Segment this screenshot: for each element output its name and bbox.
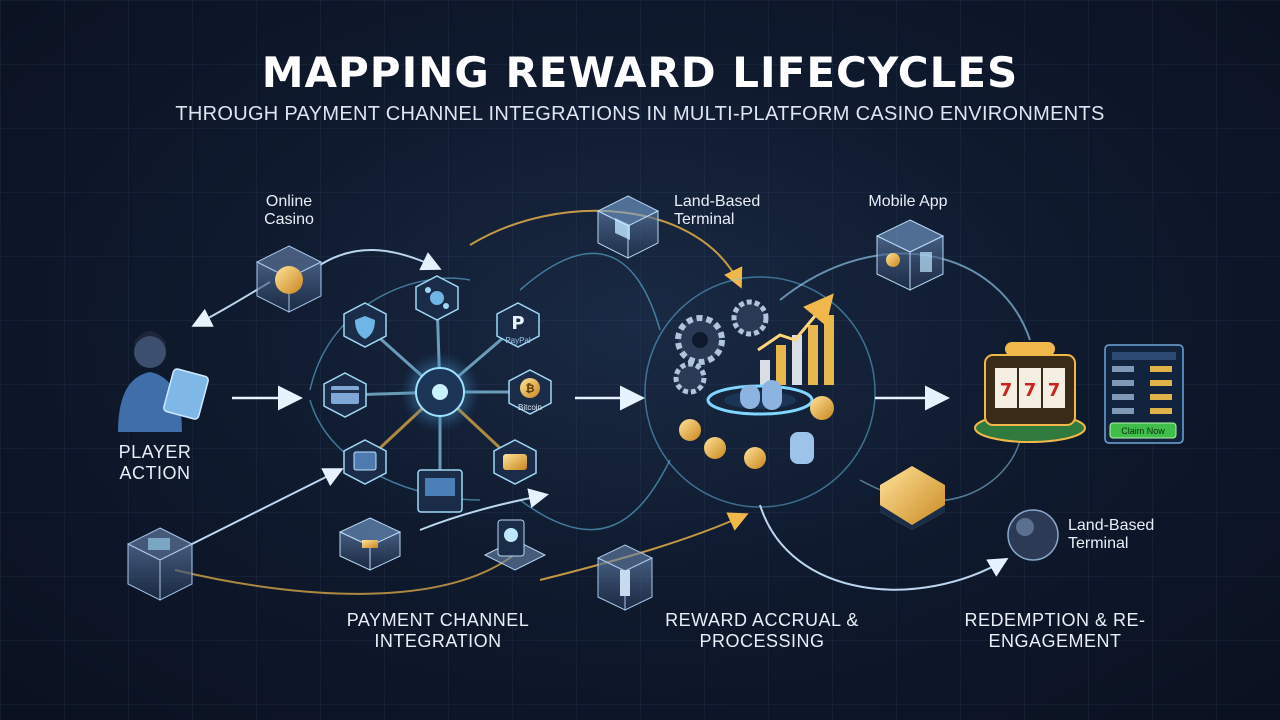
- hub-loop-upper: [309, 277, 471, 391]
- flow-arrow-to-land-based: [759, 504, 1009, 591]
- land-based-terminal-bottom-label: Land-Based Terminal: [1068, 517, 1155, 553]
- sphere-highlight: [1016, 518, 1034, 536]
- slot-machine-icon: 7 7 7: [974, 342, 1086, 443]
- processing-platform-icon: [706, 384, 814, 416]
- flow-arrow-cube-to-hub: [189, 468, 344, 546]
- page-subtitle: THROUGH PAYMENT CHANNEL INTEGRATIONS IN …: [175, 103, 1105, 125]
- page-title: MAPPING REWARD LIFECYCLES: [261, 48, 1019, 97]
- payment-node-chip-icon: [343, 439, 387, 485]
- svg-text:7: 7: [1000, 380, 1013, 401]
- stage-redemption-re-engagement: REDEMPTION & RE-ENGAGEMENT: [964, 610, 1146, 651]
- flow-arrow-online-to-hub: [319, 249, 442, 271]
- gold-trail-bottom: [174, 549, 521, 595]
- svg-text:7: 7: [1024, 380, 1037, 401]
- paypal-label: PayPal: [505, 336, 531, 345]
- mobile-app-label: Mobile App: [868, 193, 948, 210]
- hub-center-dot: [432, 384, 448, 400]
- growth-chart-icon: [757, 293, 834, 385]
- flow-arrow-terminal-to-link: [419, 488, 549, 531]
- online-casino-label: Online Casino: [264, 193, 314, 229]
- bottom-center-cube-icon: [596, 544, 654, 611]
- online-casino-cube-icon: [255, 245, 323, 313]
- coin-stack-icon: [679, 380, 834, 469]
- payment-node-wallet-icon: [493, 439, 537, 485]
- flow-arrow-to-accrual: [539, 512, 749, 581]
- svg-text:7: 7: [1048, 380, 1061, 401]
- svg-text:₿: ₿: [526, 382, 535, 395]
- claim-now-button[interactable]: Claim Now: [1109, 422, 1177, 439]
- payment-node-paypal-icon: P PayPal: [496, 302, 540, 348]
- player-icon: [118, 331, 209, 432]
- bottom-left-cube-icon: [126, 527, 194, 601]
- stage-payment-channel-integration: PAYMENT CHANNEL INTEGRATION: [346, 610, 530, 651]
- stage-player-action: PLAYER ACTION: [118, 442, 192, 483]
- mobile-app-cube-icon: [875, 219, 945, 291]
- link-loop-lower: [519, 459, 671, 531]
- payment-node-bitcoin-icon: ₿ Bitcoin: [508, 369, 552, 415]
- payment-node-shield-icon: [343, 302, 387, 348]
- payment-node-terminal-icon: [417, 469, 463, 513]
- payment-node-network-icon: [415, 275, 459, 321]
- payment-node-card-icon: [323, 372, 367, 418]
- payment-terminal-cube-icon: [338, 517, 402, 571]
- svg-text:P: P: [511, 313, 524, 334]
- gear-icon: [673, 299, 769, 395]
- land-based-terminal-sphere-icon: [1007, 509, 1059, 561]
- processing-platform-base: [724, 391, 796, 409]
- land-based-terminal-top-label: Land-Based Terminal: [674, 193, 761, 229]
- card-reader-icon: [483, 519, 547, 571]
- bitcoin-label: Bitcoin: [518, 403, 542, 412]
- gold-reward-shape-icon: [880, 466, 945, 530]
- stage-reward-accrual-processing: REWARD ACCRUAL & PROCESSING: [665, 610, 859, 651]
- redemption-panel: [1104, 344, 1184, 444]
- claim-now-label: Claim Now: [1121, 426, 1165, 436]
- link-loop-upper: [519, 252, 661, 331]
- land-based-terminal-cube-icon: [596, 195, 660, 259]
